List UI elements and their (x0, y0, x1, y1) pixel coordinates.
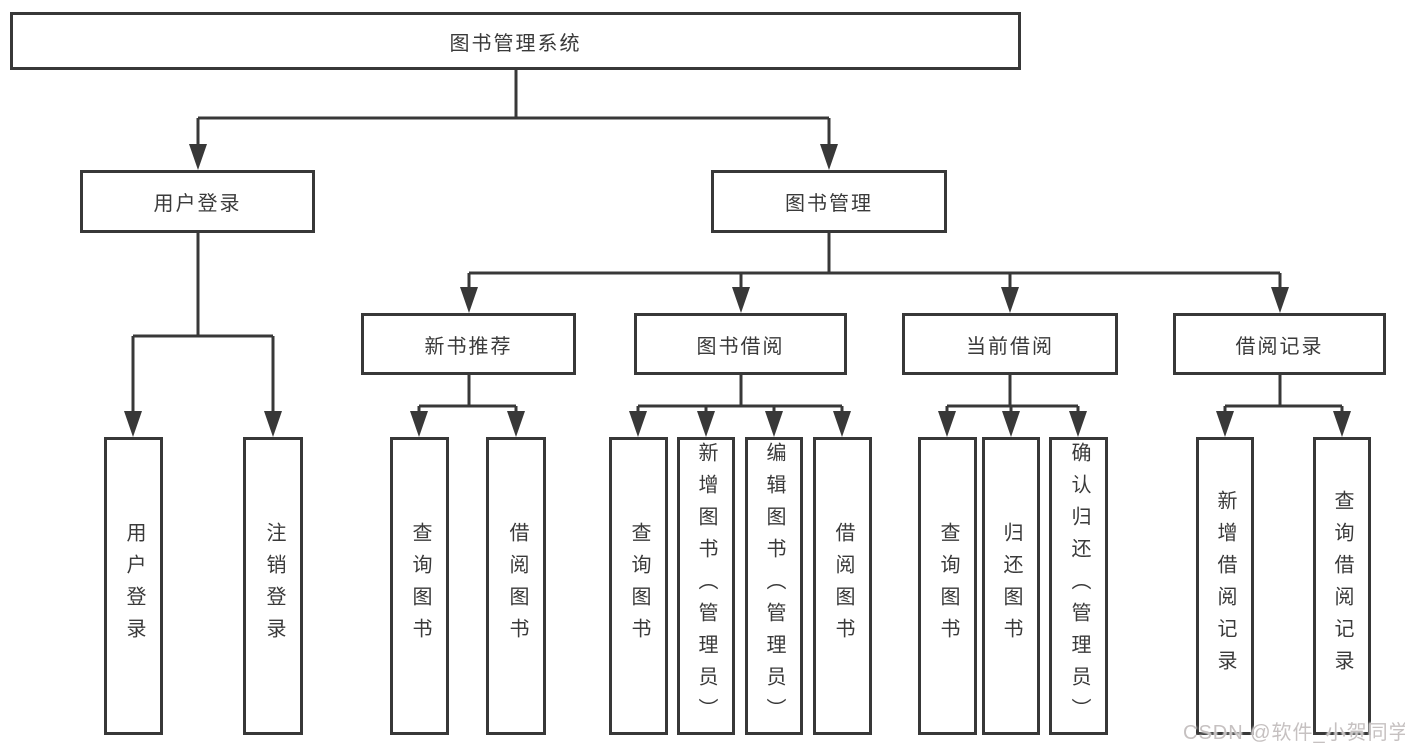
node-borrow-books-leaf: 借阅图书 (813, 437, 872, 735)
node-query-books-borrowing: 查询图书 (609, 437, 668, 735)
arrowhead-icon (410, 411, 428, 437)
connector-book-borrow-children (629, 375, 851, 437)
arrowhead-icon (732, 287, 750, 313)
connector-current-borrow-children (938, 375, 1087, 437)
arrowhead-icon (1002, 411, 1020, 437)
arrowhead-icon (697, 411, 715, 437)
node-new-book-recommend: 新书推荐 (361, 313, 576, 375)
arrowhead-icon (1271, 287, 1289, 313)
arrowhead-icon (460, 287, 478, 313)
node-logout-leaf: 注销登录 (243, 437, 303, 735)
connector-book-mgmt-children (460, 233, 1289, 313)
connector-new-books-children (410, 375, 525, 437)
node-edit-books-admin: 编辑图书（管理员） (745, 437, 803, 735)
node-query-books-recommend: 查询图书 (390, 437, 449, 735)
arrowhead-icon (1216, 411, 1234, 437)
connector-root-to-level2 (189, 70, 838, 170)
arrowhead-icon (189, 144, 207, 170)
arrowhead-icon (629, 411, 647, 437)
node-confirm-return-admin: 确认归还（管理员） (1049, 437, 1108, 735)
arrowhead-icon (1069, 411, 1087, 437)
arrowhead-icon (124, 411, 142, 437)
node-book-management: 图书管理 (711, 170, 947, 233)
watermark-text: CSDN @软件_小贺同学 (1183, 722, 1405, 744)
node-current-borrowing: 当前借阅 (902, 313, 1118, 375)
arrowhead-icon (507, 411, 525, 437)
node-add-books-admin: 新增图书（管理员） (677, 437, 735, 735)
node-book-borrowing: 图书借阅 (634, 313, 847, 375)
node-user-login-leaf: 用户登录 (104, 437, 163, 735)
connector-borrow-records-children (1216, 375, 1351, 437)
arrowhead-icon (1333, 411, 1351, 437)
arrowhead-icon (264, 411, 282, 437)
node-borrowing-records: 借阅记录 (1173, 313, 1386, 375)
node-return-books: 归还图书 (982, 437, 1040, 735)
node-user-login: 用户登录 (80, 170, 315, 233)
node-add-borrow-record: 新增借阅记录 (1196, 437, 1254, 735)
arrowhead-icon (938, 411, 956, 437)
node-borrow-books-recommend: 借阅图书 (486, 437, 546, 735)
arrowhead-icon (1001, 287, 1019, 313)
node-root-system: 图书管理系统 (10, 12, 1021, 70)
node-query-books-current: 查询图书 (918, 437, 977, 735)
connector-user-login-children (124, 233, 282, 437)
arrowhead-icon (833, 411, 851, 437)
arrowhead-icon (765, 411, 783, 437)
arrowhead-icon (820, 144, 838, 170)
node-query-borrow-record: 查询借阅记录 (1313, 437, 1371, 735)
